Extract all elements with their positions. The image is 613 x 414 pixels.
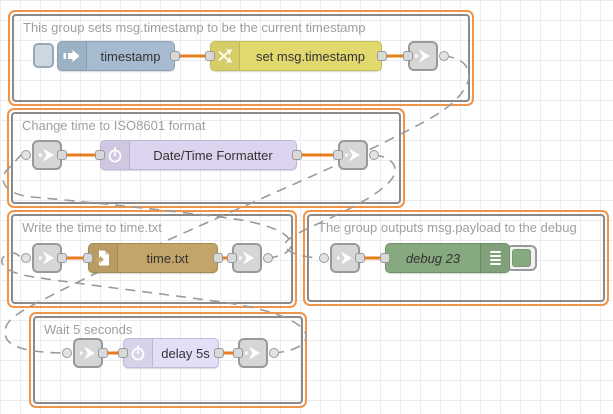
link-wire[interactable] — [1, 252, 307, 354]
node-label: debug 23 — [405, 250, 461, 266]
group-debug-output[interactable]: The group outputs msg.payload to the deb… — [303, 210, 609, 306]
link-plane-icon — [345, 148, 360, 162]
group-wait-5s[interactable]: Wait 5 seconds — [29, 312, 307, 408]
shuffle-arrows-icon — [217, 49, 232, 63]
port[interactable] — [227, 253, 237, 263]
port[interactable] — [98, 348, 108, 358]
link-plane-icon — [39, 148, 54, 162]
inject-arrow-icon — [63, 50, 80, 62]
link-wire[interactable] — [284, 154, 396, 259]
group-write-file[interactable]: Write the time to time.txt — [7, 210, 297, 308]
debug-node[interactable]: debug 23 — [385, 243, 510, 273]
node-label: set msg.timestamp — [255, 48, 366, 64]
port[interactable] — [214, 348, 224, 358]
node-label: delay 5s — [161, 345, 210, 361]
inject-node[interactable]: timestamp — [57, 41, 175, 71]
group-label: Write the time to time.txt — [22, 220, 162, 235]
link-out-node[interactable] — [238, 338, 268, 368]
port[interactable] — [170, 51, 180, 61]
port[interactable] — [292, 150, 302, 160]
link-port[interactable] — [21, 253, 31, 263]
group-label: Change time to ISO8601 format — [22, 118, 206, 133]
change-node[interactable]: set msg.timestamp — [210, 41, 382, 71]
link-port[interactable] — [369, 150, 379, 160]
link-plane-icon — [245, 346, 260, 360]
debug-list-icon — [489, 251, 501, 265]
link-plane-icon — [239, 251, 254, 265]
link-plane-icon — [80, 346, 95, 360]
node-label: time.txt — [146, 250, 189, 266]
link-port[interactable] — [269, 348, 279, 358]
group-label: This group sets msg.timestamp to be the … — [23, 20, 366, 35]
delay-node[interactable]: delay 5s — [123, 338, 219, 368]
link-plane-icon — [39, 251, 54, 265]
link-port[interactable] — [263, 253, 273, 263]
port[interactable] — [233, 348, 243, 358]
timer-clock-icon — [108, 147, 122, 163]
link-plane-icon — [415, 49, 430, 63]
port[interactable] — [95, 150, 105, 160]
port[interactable] — [57, 150, 67, 160]
port[interactable] — [118, 348, 128, 358]
port[interactable] — [380, 253, 390, 263]
link-port[interactable] — [21, 150, 31, 160]
link-wire[interactable] — [2, 154, 292, 259]
group-set-timestamp[interactable]: This group sets msg.timestamp to be the … — [8, 10, 474, 106]
group-label: Wait 5 seconds — [44, 322, 133, 337]
timer-clock-icon — [131, 345, 145, 361]
port[interactable] — [205, 51, 215, 61]
file-document-icon — [96, 250, 109, 266]
port[interactable] — [57, 253, 67, 263]
link-wire[interactable] — [4, 55, 470, 354]
group-label: The group outputs msg.payload to the deb… — [318, 220, 577, 235]
file-node[interactable]: time.txt — [88, 243, 218, 273]
port[interactable] — [403, 51, 413, 61]
inject-button[interactable] — [33, 43, 54, 68]
port[interactable] — [213, 253, 223, 263]
port[interactable] — [333, 150, 343, 160]
node-label: Date/Time Formatter — [153, 147, 273, 163]
link-plane-icon — [337, 251, 352, 265]
debug-enable-toggle[interactable] — [506, 245, 537, 271]
node-label: timestamp — [100, 48, 161, 64]
port[interactable] — [355, 253, 365, 263]
link-port[interactable] — [439, 51, 449, 61]
link-port[interactable] — [319, 253, 329, 263]
date-time-formatter-node[interactable]: Date/Time Formatter — [100, 140, 297, 170]
port[interactable] — [83, 253, 93, 263]
link-port[interactable] — [62, 348, 72, 358]
group-iso8601[interactable]: Change time to ISO8601 format — [7, 108, 405, 208]
port[interactable] — [377, 51, 387, 61]
